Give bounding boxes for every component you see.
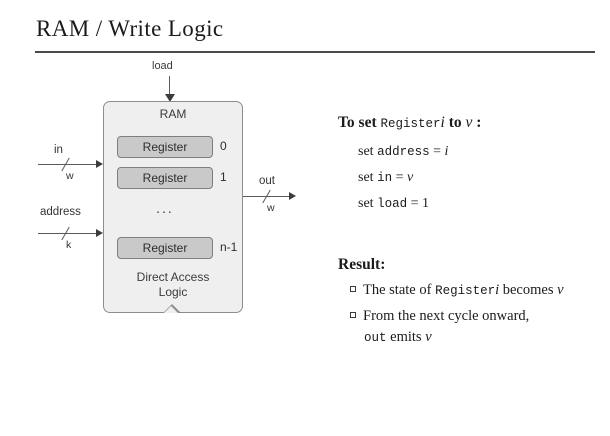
input-label-address: address <box>40 206 81 218</box>
output-arrowhead-out-icon <box>289 192 296 200</box>
input-arrowhead-address-icon <box>96 229 103 237</box>
direct-access-logic-label: Direct Access Logic <box>103 270 243 300</box>
title-divider <box>35 51 595 53</box>
instruction-line-address: set address = i <box>358 144 448 160</box>
set-keyword-2: set <box>358 170 378 185</box>
signal-name-load: load <box>377 197 408 211</box>
load-arrowhead-icon <box>165 94 175 102</box>
output-wire-out <box>243 196 293 198</box>
result-heading: Result: <box>338 256 386 273</box>
bullet-1-pre: The state of <box>363 282 436 298</box>
bullet-2-var-v: v <box>425 329 432 345</box>
instruction-line-load: set load = 1 <box>358 196 429 212</box>
input-wire-address <box>38 233 100 235</box>
instructions-heading-mid: to <box>444 114 466 131</box>
square-bullet-icon <box>350 286 356 292</box>
register-box-n: Register <box>117 237 213 259</box>
equals-2: = <box>392 170 407 185</box>
register-index-n: n-1 <box>220 240 238 254</box>
input-label-in: in <box>54 144 63 156</box>
square-bullet-icon <box>350 312 356 318</box>
value-v: v <box>406 170 414 185</box>
register-box-1: Register <box>117 167 213 189</box>
bullet-2-mono-out: out <box>364 331 387 345</box>
result-bullet-1: The state of Registeri becomes v <box>350 282 564 299</box>
bullet-1-var-v: v <box>557 282 564 298</box>
bullet-1-post: becomes <box>499 282 558 298</box>
set-keyword-1: set <box>358 144 378 159</box>
value-one: 1 <box>421 196 429 211</box>
page-title: RAM / Write Logic <box>36 16 224 41</box>
bullet-2-post: emits <box>386 329 426 345</box>
signal-name-address: address <box>377 145 430 159</box>
input-width-address: k <box>66 239 72 251</box>
register-index-0: 0 <box>220 139 227 153</box>
instructions-heading-var-v: v <box>465 114 473 131</box>
direct-access-logic-line2: Logic <box>158 285 188 299</box>
input-wire-in <box>38 164 100 166</box>
bullet-2-pre: From the next cycle onward, <box>363 308 530 324</box>
input-width-in: w <box>66 170 74 182</box>
set-keyword-3: set <box>358 196 378 211</box>
explanation-column: To set Registeri to v : set address = i … <box>338 114 606 345</box>
value-i: i <box>444 144 449 159</box>
output-label-out: out <box>259 175 275 187</box>
instructions-heading-var-i: i <box>440 114 445 131</box>
load-wire <box>169 76 170 96</box>
bullet-1-var-i: i <box>495 282 500 298</box>
input-arrowhead-in-icon <box>96 160 103 168</box>
instructions-heading-suffix: : <box>472 114 482 131</box>
load-signal-label: load <box>152 60 173 72</box>
signal-name-in: in <box>377 171 393 185</box>
ram-chip-label: RAM <box>159 107 187 121</box>
output-width-out: w <box>267 202 275 214</box>
direct-access-logic-line1: Direct Access <box>136 270 210 284</box>
instructions-heading: To set Registeri to v : <box>338 114 606 132</box>
register-index-1: 1 <box>220 170 227 184</box>
equals-3: = <box>407 196 422 211</box>
bullet-1-mono-register: Register <box>435 284 496 298</box>
equals-1: = <box>429 144 445 159</box>
result-bullet-2: From the next cycle onward, <box>350 308 529 325</box>
instruction-line-in: set in = v <box>358 170 413 186</box>
register-ellipsis: ... <box>156 200 174 216</box>
instructions-heading-mono: Register <box>380 117 441 131</box>
register-box-0: Register <box>117 136 213 158</box>
result-bullet-2-continuation: out emits v <box>364 329 432 346</box>
instructions-heading-prefix: To set <box>338 114 381 131</box>
clock-triangle-inner-icon <box>164 306 179 313</box>
